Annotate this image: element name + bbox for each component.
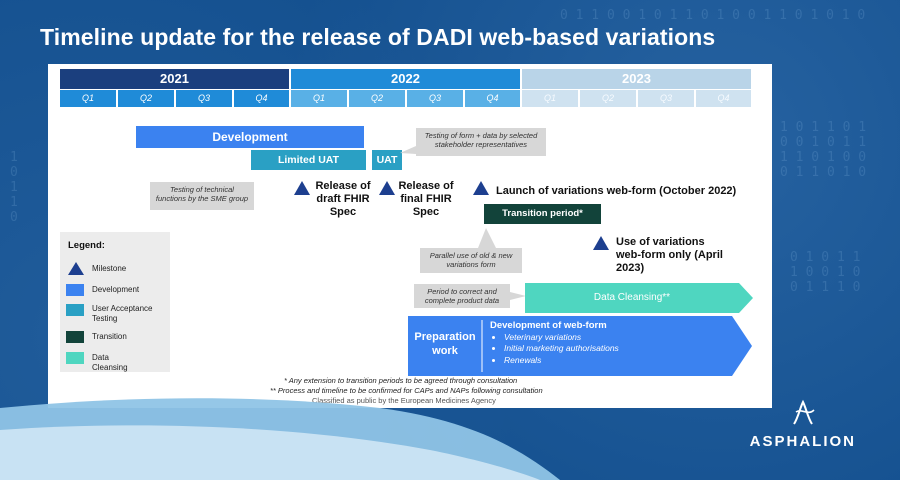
- quarter-cell: Q2: [580, 90, 636, 107]
- decorative-wave: [0, 398, 560, 480]
- milestone-icon: [294, 181, 310, 195]
- company-logo: ASPHALION: [750, 398, 856, 450]
- transition-bar: Transition period*: [484, 204, 601, 224]
- milestone-icon: [379, 181, 395, 195]
- note-technical-testing: Testing of technical functions by the SM…: [150, 182, 254, 210]
- quarter-cell: Q4: [234, 90, 289, 107]
- quarter-cell: Q2: [118, 90, 174, 107]
- preparation-label: Preparation work: [414, 331, 476, 358]
- footnote: * Any extension to transition periods to…: [284, 376, 518, 385]
- year-2021: 2021: [60, 69, 289, 89]
- quarter-cell: Q3: [176, 90, 232, 107]
- note-correct-data: Period to correct and complete product d…: [414, 284, 510, 308]
- legend-label: Transition: [92, 332, 127, 341]
- milestone-final-fhir: Release of final FHIR Spec: [398, 180, 454, 219]
- legend-title: Legend:: [68, 240, 105, 251]
- legend-swatch: [66, 331, 84, 343]
- quarter-cell: Q1: [522, 90, 578, 107]
- note-pointer: [400, 146, 416, 154]
- webform-item: Veterinary variations: [504, 332, 730, 343]
- development-bar: Development: [136, 126, 364, 148]
- quarter-cell: Q4: [465, 90, 520, 107]
- quarter-cell: Q4: [696, 90, 751, 107]
- quarter-cell: Q1: [291, 90, 347, 107]
- quarter-cell: Q1: [60, 90, 116, 107]
- quarter-cell: Q3: [407, 90, 463, 107]
- legend-label: Data Cleansing: [92, 353, 128, 372]
- note-stakeholder-testing: Testing of form + data by selected stake…: [416, 128, 546, 156]
- note-pointer: [478, 228, 496, 248]
- legend-swatch: [66, 284, 84, 296]
- note-parallel-use: Parallel use of old & new variations for…: [420, 248, 522, 273]
- legend-swatch: [66, 304, 84, 316]
- webform-item: Renewals: [504, 355, 730, 366]
- quarter-cell: Q3: [638, 90, 694, 107]
- milestone-icon: [593, 236, 609, 250]
- milestone-icon: [68, 262, 84, 275]
- webform-block: Development of web-form Veterinary varia…: [490, 320, 730, 366]
- binary-texture: 0 1 1 0 0 1 0 1 1 0 1 0 0 1 1 0 1 0 1 0: [560, 8, 866, 23]
- milestone-draft-fhir: Release of draft FHIR Spec: [315, 180, 371, 219]
- preparation-arrow: [408, 316, 752, 376]
- webform-title: Development of web-form: [490, 320, 607, 331]
- page-title: Timeline update for the release of DADI …: [40, 24, 716, 50]
- uat-bar: UAT: [372, 150, 402, 170]
- limited-uat-bar: Limited UAT: [251, 150, 366, 170]
- quarter-cell: Q2: [349, 90, 405, 107]
- year-2022: 2022: [291, 69, 520, 89]
- classification-note: Classified as public by the European Med…: [312, 396, 496, 405]
- data-cleansing-arrow: [525, 283, 753, 313]
- footnote: ** Process and timeline to be confirmed …: [270, 386, 543, 395]
- legend-label: Development: [92, 285, 140, 294]
- legend-label: User Acceptance Testing: [92, 304, 153, 323]
- milestone-launch: Launch of variations web-form (October 2…: [496, 185, 737, 197]
- legend: Legend: Milestone Development User Accep…: [60, 232, 170, 372]
- asphalion-logo-icon: [792, 399, 815, 425]
- logo-wordmark: ASPHALION: [749, 433, 856, 450]
- milestone-icon: [473, 181, 489, 195]
- webform-item: Initial marketing authorisations: [504, 343, 730, 354]
- legend-swatch: [66, 352, 84, 364]
- note-pointer: [510, 292, 526, 300]
- year-2023: 2023: [522, 69, 751, 89]
- legend-label: Milestone: [92, 264, 127, 273]
- timeline-panel: 2021 2022 2023 Q1 Q2 Q3 Q4 Q1 Q2 Q3 Q4 Q…: [48, 64, 772, 408]
- data-cleansing-label: Data Cleansing**: [593, 292, 671, 303]
- milestone-use-only: Use of variations web-form only (April 2…: [616, 236, 723, 275]
